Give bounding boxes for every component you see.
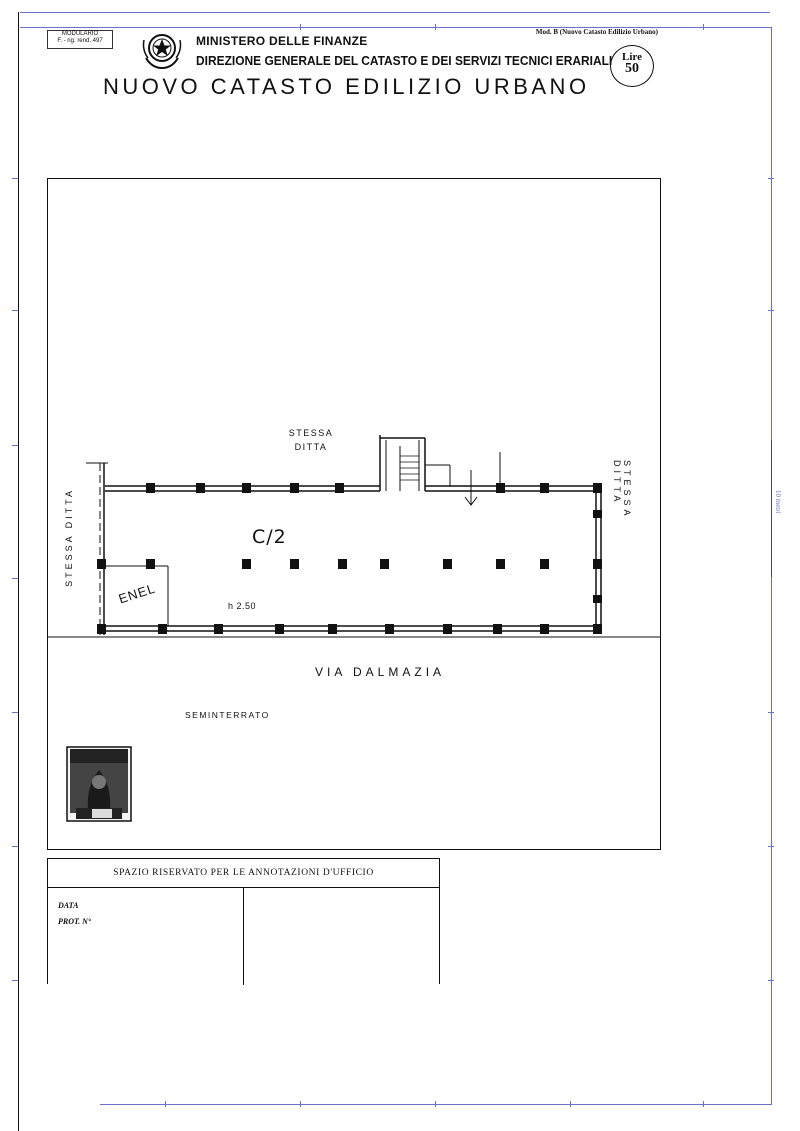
ruler-tick xyxy=(768,846,774,847)
ruler-tick xyxy=(435,24,436,30)
scan-frame-top-inner xyxy=(20,27,772,28)
ruler-tick xyxy=(12,980,18,981)
form-model-label: Mod. B (Nuovo Catasto Edilizio Urbano) xyxy=(535,28,658,36)
date-label: DATA xyxy=(58,901,79,910)
scale-bar xyxy=(771,440,772,577)
ruler-tick xyxy=(703,24,704,30)
ruler-tick xyxy=(768,712,774,713)
document-title: NUOVO CATASTO EDILIZIO URBANO xyxy=(103,74,590,99)
directorate-name: DIREZIONE GENERALE DEL CATASTO E DEI SER… xyxy=(196,53,613,68)
ruler-tick xyxy=(12,712,18,713)
ruler-tick xyxy=(165,1101,166,1107)
revenue-stamp-icon xyxy=(66,746,132,822)
ministry-name: MINISTERO DELLE FINANZE xyxy=(196,34,368,48)
ruler-tick xyxy=(768,980,774,981)
scan-frame-left xyxy=(18,12,19,1131)
modulario-code: F. - rig. rend. 497 xyxy=(57,38,103,44)
ruler-tick xyxy=(12,578,18,579)
modulario-box: MODULARIO F. - rig. rend. 497 xyxy=(47,30,113,49)
floor-level-label: SEMINTERRATO xyxy=(185,710,270,720)
ruler-tick xyxy=(12,445,18,446)
protocol-number-label: PROT. N° xyxy=(58,917,92,926)
price-stamp: Lire 50 xyxy=(610,45,654,87)
office-annotations-heading: SPAZIO RISERVATO PER LE ANNOTAZIONI D'UF… xyxy=(48,859,439,888)
neighbor-left-label: STESSA DITTA xyxy=(64,488,74,587)
neighbor-right-label: STESSA DITTA xyxy=(612,460,632,520)
price-label: Lire xyxy=(622,51,642,63)
ruler-tick xyxy=(768,310,774,311)
ruler-tick xyxy=(300,1101,301,1107)
ruler-tick xyxy=(570,1101,571,1107)
scan-frame-top xyxy=(20,12,770,13)
ruler-tick xyxy=(12,846,18,847)
price-value: 50 xyxy=(625,61,639,76)
modulario-label: MODULARIO xyxy=(61,31,99,37)
ruler-tick xyxy=(435,1101,436,1107)
cadastral-category: C/2 xyxy=(252,526,287,548)
scan-frame-bottom xyxy=(100,1104,772,1105)
ruler-tick xyxy=(300,24,301,30)
state-emblem-icon xyxy=(142,34,182,70)
neighbor-top-label: STESSA DITTA xyxy=(288,428,334,452)
ceiling-height: h 2.50 xyxy=(228,601,257,611)
ruler-tick xyxy=(703,1101,704,1107)
floor-plan-frame xyxy=(47,178,661,850)
office-annotations-divider xyxy=(243,887,244,985)
scale-note: 10 metri xyxy=(774,490,782,514)
street-name: VIA DALMAZIA xyxy=(315,665,446,679)
office-annotations-box: SPAZIO RISERVATO PER LE ANNOTAZIONI D'UF… xyxy=(47,858,440,985)
ruler-tick xyxy=(768,178,774,179)
ruler-tick xyxy=(12,310,18,311)
ruler-tick xyxy=(12,178,18,179)
